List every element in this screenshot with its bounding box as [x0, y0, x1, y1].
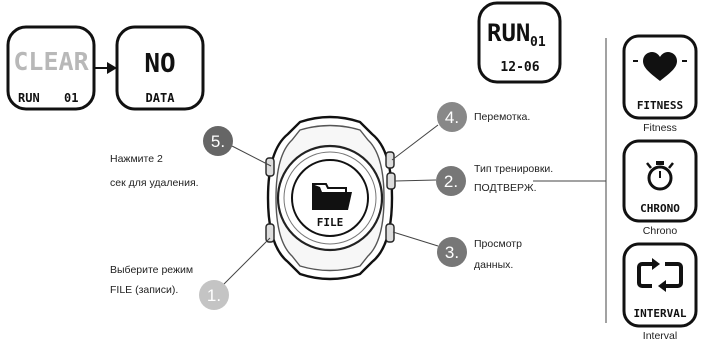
- step-2-number: 2.: [444, 172, 458, 191]
- step-3-text-line2: данных.: [474, 259, 513, 271]
- step-5-number: 5.: [211, 132, 225, 151]
- watch-button-middle-right[interactable]: [386, 172, 396, 190]
- mode-chrono-label: CHRONO: [640, 202, 680, 215]
- step-1-number: 1.: [207, 286, 221, 305]
- step-2-badge: [436, 166, 466, 196]
- screen-no-data: NO DATA: [115, 25, 205, 111]
- screen-clear-line2a: RUN: [18, 91, 40, 105]
- screen-no-data-line2: DATA: [146, 91, 176, 105]
- step-3-number: 3.: [445, 243, 459, 262]
- mode-fitness-label: FITNESS: [637, 99, 683, 112]
- step-4-text-line1: Перемотка.: [474, 111, 530, 123]
- screen-clear-line1: CLEAR: [13, 47, 89, 76]
- step-4: 4. Перемотка.: [391, 102, 530, 161]
- mode-interval-caption: Interval: [643, 330, 677, 342]
- step-1-badge: [199, 280, 229, 310]
- step-4-number: 4.: [445, 108, 459, 127]
- watch-button-lower-right[interactable]: [385, 223, 395, 243]
- step-3: 3. Просмотр данных.: [392, 231, 522, 271]
- step-1: 1. Выберите режим FILE (записи).: [110, 237, 271, 310]
- folder-icon: [312, 183, 352, 210]
- heart-icon: [633, 52, 687, 81]
- screen-run-line2: 12-06: [500, 60, 539, 75]
- step-5-text-line1: Нажмите 2: [110, 153, 163, 165]
- watch: FILE: [265, 115, 396, 281]
- stopwatch-icon: [646, 161, 674, 191]
- watch-screen-label: FILE: [317, 216, 344, 229]
- mode-interval-label: INTERVAL: [634, 307, 687, 320]
- screen-run: RUN 01 12-06: [477, 1, 562, 84]
- mode-interval: INTERVAL Interval: [622, 242, 698, 342]
- step-5: 5. Нажмите 2 сек для удаления.: [110, 126, 272, 189]
- screen-no-data-line1: NO: [144, 49, 175, 79]
- step-2-text-line1: Тип тренировки.: [474, 163, 553, 175]
- step-4-badge: [437, 102, 467, 132]
- watch-button-upper-right[interactable]: [385, 151, 395, 169]
- screen-clear-line2b: 01: [64, 91, 78, 105]
- step-1-text-line1: Выберите режим: [110, 264, 193, 276]
- watch-button-upper-left[interactable]: [265, 157, 275, 177]
- step-3-badge: [437, 237, 467, 267]
- screen-run-line1b: 01: [530, 35, 546, 50]
- step-2-text-line2: ПОДТВЕРЖ.: [474, 182, 537, 194]
- step-2: 2. Тип тренировки. ПОДТВЕРЖ.: [394, 163, 606, 196]
- watch-button-lower-left[interactable]: [265, 223, 275, 243]
- mode-fitness: FITNESS Fitness: [622, 34, 698, 134]
- mode-chrono: CHRONO Chrono: [622, 139, 698, 237]
- loop-icon: [637, 258, 683, 292]
- screen-clear: CLEAR RUN 01: [6, 25, 96, 111]
- mode-chrono-caption: Chrono: [643, 225, 678, 237]
- arrow-right-icon: [95, 62, 117, 74]
- step-5-text-line2: сек для удаления.: [110, 177, 199, 189]
- screen-run-line1: RUN: [487, 19, 530, 47]
- mode-fitness-caption: Fitness: [643, 122, 677, 134]
- step-5-badge: [203, 126, 233, 156]
- step-1-text-line2: FILE (записи).: [110, 284, 178, 296]
- step-3-text-line1: Просмотр: [474, 238, 522, 250]
